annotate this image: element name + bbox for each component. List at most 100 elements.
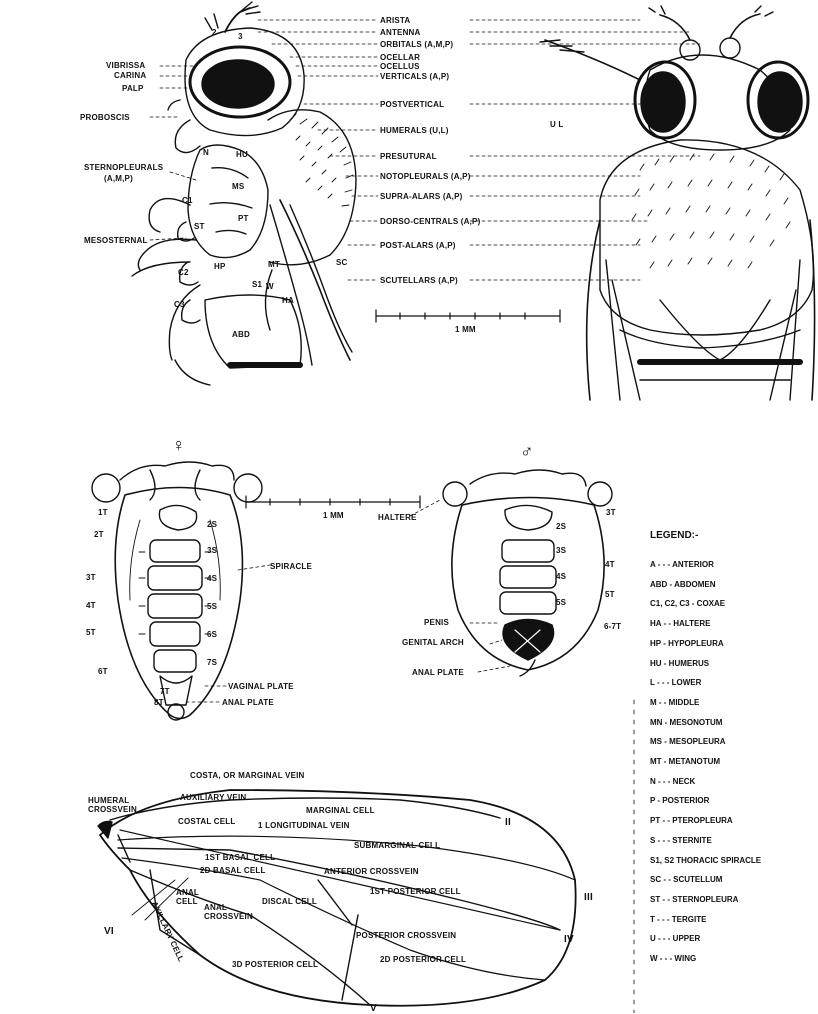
- top-right-labels-item: POST-ALARS (A,P): [380, 241, 456, 250]
- male-right-item: 5T: [605, 590, 615, 599]
- label-costal-cell: COSTAL CELL: [178, 817, 235, 826]
- female-symbol: ♀: [172, 436, 186, 454]
- top-scale-bar: [376, 310, 560, 322]
- female-stern-item: 4S: [207, 574, 217, 583]
- label-auxiliary-vein: AUXILIARY VEIN: [180, 793, 246, 802]
- legend-item: MN - MESONOTUM: [650, 718, 722, 727]
- female-left-item: 2T: [94, 530, 104, 539]
- legend-item: ABD - ABDOMEN: [650, 580, 715, 589]
- lateral-view-drawing: [132, 2, 356, 385]
- vein-numeral-vi: VI: [104, 927, 114, 936]
- label-anterior-crossvein: ANTERIOR CROSSVEIN: [324, 867, 419, 876]
- female-stern-item: 2S: [207, 520, 217, 529]
- male-right-item: 4T: [605, 560, 615, 569]
- label-discal-cell: DISCAL CELL: [262, 897, 317, 906]
- legend-item: HU - HUMERUS: [650, 659, 709, 668]
- label-ul: U L: [550, 120, 564, 129]
- legend-item: S1, S2 THORACIC SPIRACLE: [650, 856, 761, 865]
- label-ha: HA: [282, 296, 294, 305]
- male-stern-item: 5S: [556, 598, 566, 607]
- legend-item: SC - - SCUTELLUM: [650, 875, 722, 884]
- label-mt: MT: [268, 260, 280, 269]
- legend-item: P - POSTERIOR: [650, 796, 709, 805]
- label-penis: PENIS: [424, 618, 449, 627]
- top-right-labels-item: ANTENNA: [380, 28, 421, 37]
- label-male-anal-plate: ANAL PLATE: [412, 668, 464, 677]
- label-sternopleurals-sub: (A,M,P): [104, 174, 133, 183]
- male-stern-item: 3S: [556, 546, 566, 555]
- vein-numeral-iv: IV: [564, 935, 574, 944]
- label-1-longitudinal-vein: 1 LONGITUDINAL VEIN: [258, 821, 350, 830]
- legend-title: LEGEND:-: [650, 530, 698, 541]
- male-right-item: 3T: [606, 508, 616, 517]
- label-2d-posterior-cell: 2D POSTERIOR CELL: [380, 955, 466, 964]
- top-right-labels-item: PRESUTURAL: [380, 152, 437, 161]
- label-w: W: [266, 282, 274, 291]
- female-stern-item: 6S: [207, 630, 217, 639]
- legend-item: S - - - STERNITE: [650, 836, 712, 845]
- label-haltere: HALTERE: [378, 513, 417, 522]
- top-right-labels-item: OCELLAR: [380, 53, 420, 62]
- female-left-item: 8T: [154, 698, 164, 707]
- label-vaginal-plate: VAGINAL PLATE: [228, 682, 294, 691]
- top-right-labels-item: SUPRA-ALARS (A,P): [380, 192, 463, 201]
- top-right-labels-item: POSTVERTICAL: [380, 100, 444, 109]
- vein-numeral-ii: II: [505, 818, 511, 827]
- male-ventral-drawing: [443, 470, 612, 676]
- label-3d-posterior-cell: 3D POSTERIOR CELL: [232, 960, 318, 969]
- label-1st-basal-cell: 1ST BASAL CELL: [205, 853, 275, 862]
- label-s1: S1: [252, 280, 262, 289]
- dorsal-view-drawing: [540, 6, 815, 400]
- top-right-labels-item: OCELLUS: [380, 62, 420, 71]
- female-left-item: 6T: [98, 667, 108, 676]
- top-right-labels-item: NOTOPLEURALS (A,P): [380, 172, 471, 181]
- label-c2: C2: [178, 268, 189, 277]
- label-c3: C3: [174, 300, 185, 309]
- top-right-labels-item: SCUTELLARS (A,P): [380, 276, 458, 285]
- label-submarginal-cell: SUBMARGINAL CELL: [354, 841, 440, 850]
- label-c1: C1: [182, 196, 193, 205]
- legend-item: MS - MESOPLEURA: [650, 737, 726, 746]
- label-n: N: [203, 148, 209, 157]
- label-abd: ABD: [232, 330, 250, 339]
- label-st: ST: [194, 222, 205, 231]
- middle-scale-bar: [246, 496, 420, 508]
- top-right-labels-item: ARISTA: [380, 16, 410, 25]
- label-genital-arch: GENITAL ARCH: [402, 638, 464, 647]
- label-carina: CARINA: [114, 71, 146, 80]
- legend-item: MT - METANOTUM: [650, 757, 720, 766]
- label-num2: 2: [212, 28, 217, 37]
- label-1st-posterior-cell: 1ST POSTERIOR CELL: [370, 887, 461, 896]
- label-vibrissa: VIBRISSA: [106, 61, 145, 70]
- middle-scale-label: 1 MM: [323, 511, 344, 520]
- label-num3: 3: [238, 32, 243, 41]
- label-ms: MS: [232, 182, 244, 191]
- female-left-item: 7T: [160, 687, 170, 696]
- legend-item: L - - - LOWER: [650, 678, 701, 687]
- top-right-labels-item: VERTICALS (A,P): [380, 72, 449, 81]
- legend-item: HP - HYPOPLEURA: [650, 639, 724, 648]
- legend-item: A - - - ANTERIOR: [650, 560, 714, 569]
- label-palp: PALP: [122, 84, 144, 93]
- legend-item: U - - - UPPER: [650, 934, 700, 943]
- vein-numeral-iii: III: [584, 893, 593, 902]
- label-sternopleurals: STERNOPLEURALS: [84, 163, 163, 172]
- female-left-item: 4T: [86, 601, 96, 610]
- legend-item: T - - - TERGITE: [650, 915, 706, 924]
- label-mesosternal: MESOSTERNAL: [84, 236, 148, 245]
- label-spiracle: SPIRACLE: [270, 562, 312, 571]
- top-right-labels-item: DORSO-CENTRALS (A,P): [380, 217, 480, 226]
- legend-item: W - - - WING: [650, 954, 696, 963]
- legend-item: ST - - STERNOPLEURA: [650, 895, 738, 904]
- top-right-labels-item: HUMERALS (U,L): [380, 126, 449, 135]
- label-posterior-crossvein: POSTERIOR CROSSVEIN: [356, 931, 456, 940]
- label-2d-basal-cell: 2D BASAL CELL: [200, 866, 266, 875]
- female-stern-item: 5S: [207, 602, 217, 611]
- legend-item: M - - MIDDLE: [650, 698, 699, 707]
- right-leader-lines: [470, 20, 700, 280]
- label-female-anal-plate: ANAL PLATE: [222, 698, 274, 707]
- label-humeral-crossvein: HUMERAL CROSSVEIN: [88, 796, 140, 814]
- label-anal-crossvein: ANAL CROSSVEIN: [204, 903, 248, 921]
- label-costa: COSTA, OR MARGINAL VEIN: [190, 771, 305, 780]
